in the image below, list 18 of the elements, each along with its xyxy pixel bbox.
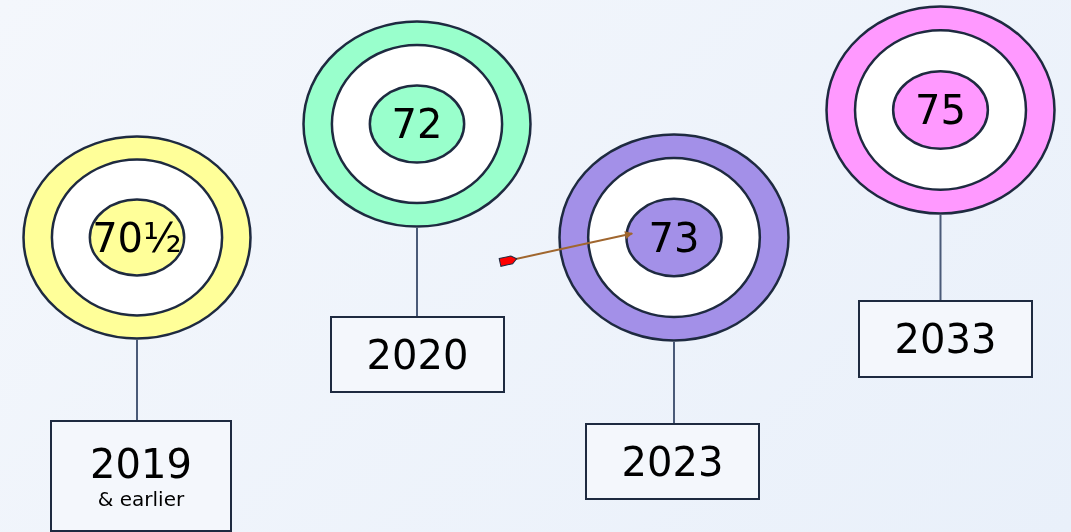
age-value: 75 <box>915 87 966 133</box>
year-label: 2020 <box>366 331 469 378</box>
connector-line <box>416 227 418 317</box>
connector-line <box>673 341 675 424</box>
dart-arrow <box>498 231 634 267</box>
connector-line <box>136 339 138 421</box>
age-value: 73 <box>648 214 700 261</box>
age-value: 70½ <box>92 214 182 261</box>
year-label: 2033 <box>894 316 997 362</box>
year-box <box>585 423 760 500</box>
year-label: 2019 <box>90 441 192 487</box>
year-box <box>330 316 505 393</box>
year-box <box>50 420 232 532</box>
year-label: 2023 <box>621 438 724 485</box>
age-value: 72 <box>391 101 443 147</box>
connector-line <box>939 214 942 301</box>
year-note: & earlier <box>97 487 185 511</box>
year-box <box>858 300 1033 378</box>
